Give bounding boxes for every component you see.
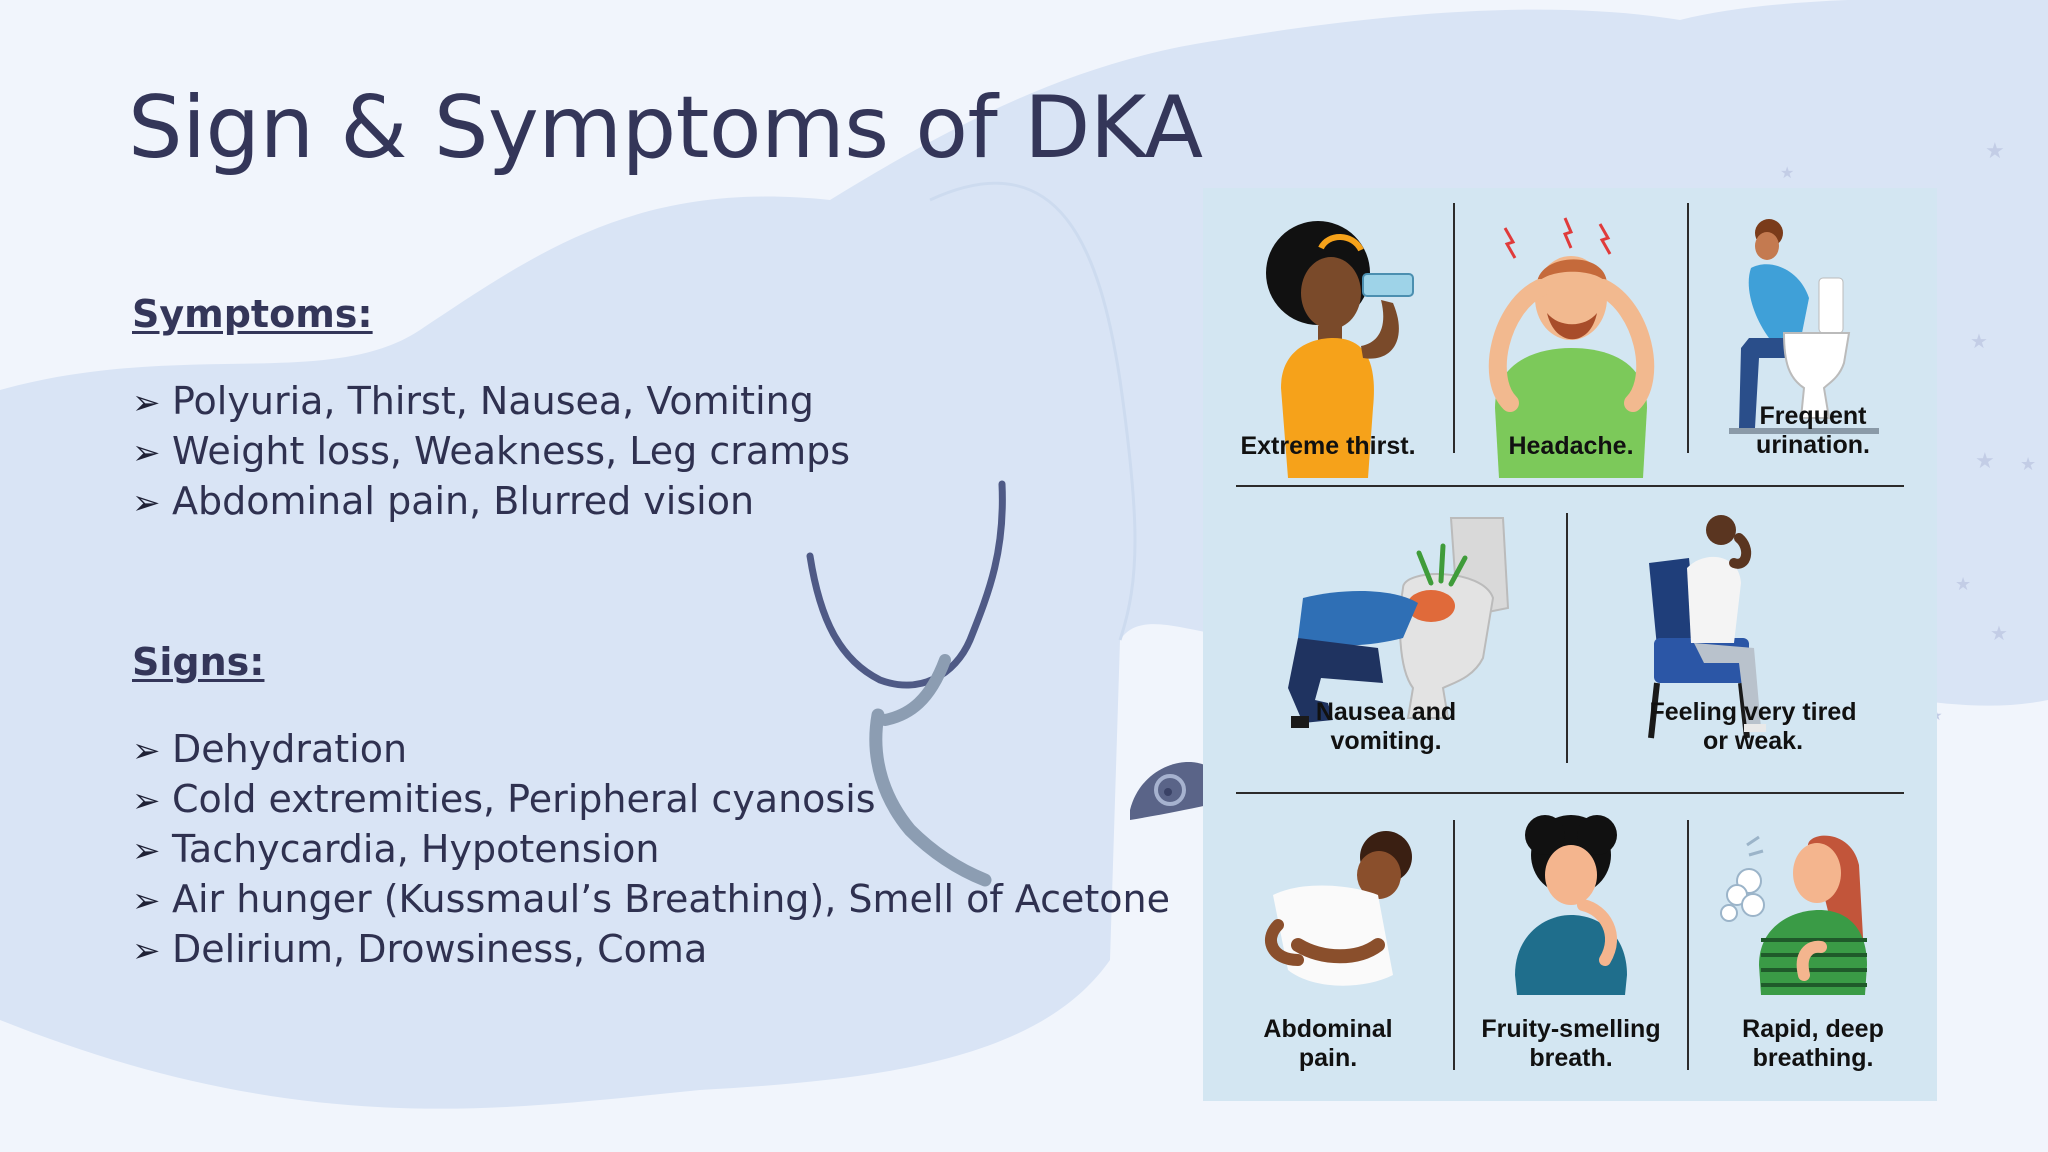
list-item: ➢Weight loss, Weakness, Leg cramps: [132, 426, 850, 476]
symptoms-section: Symptoms: ➢Polyuria, Thirst, Nausea, Vom…: [132, 292, 850, 526]
divider: [1687, 820, 1689, 1070]
signs-list: ➢Dehydration ➢Cold extremities, Peripher…: [132, 724, 1170, 974]
drinking-water-icon: [1266, 221, 1414, 478]
list-item: ➢Polyuria, Thirst, Nausea, Vomiting: [132, 376, 850, 426]
arrow-bullet-icon: ➢: [132, 433, 161, 473]
arrow-bullet-icon: ➢: [132, 483, 161, 523]
list-item: ➢Tachycardia, Hypotension: [132, 824, 1170, 874]
arrow-bullet-icon: ➢: [132, 731, 161, 771]
list-item: ➢Abdominal pain, Blurred vision: [132, 476, 850, 526]
panel-fruity-breath: Fruity-smelling breath.: [1455, 795, 1687, 1101]
svg-text:★: ★: [1955, 574, 1971, 595]
vomiting-icon: [1288, 517, 1510, 728]
panel-abdominal-pain: Abdominal pain.: [1203, 795, 1453, 1101]
arrow-bullet-icon: ➢: [132, 931, 161, 971]
signs-heading: Signs:: [132, 640, 265, 684]
page-title: Sign & Symptoms of DKA: [128, 78, 1203, 178]
abdominal-pain-icon: [1265, 831, 1412, 986]
panel-caption: Extreme thirst.: [1240, 432, 1416, 460]
svg-text:★: ★: [1990, 621, 2008, 645]
arrow-bullet-icon: ➢: [132, 781, 161, 821]
stethoscope-icon: [806, 480, 1208, 887]
fruity-breath-icon: [1515, 815, 1627, 995]
divider: [1236, 792, 1904, 794]
symptoms-heading: Symptoms:: [132, 292, 373, 336]
svg-text:★: ★: [1780, 163, 1794, 182]
arrow-bullet-icon: ➢: [132, 881, 161, 921]
divider: [1566, 513, 1568, 763]
signs-section: Signs: ➢Dehydration ➢Cold extremities, P…: [132, 640, 1170, 974]
panel-frequent-urination: Frequent urination.: [1689, 188, 1937, 478]
list-item: ➢Dehydration: [132, 724, 1170, 774]
divider: [1453, 203, 1455, 453]
panel-caption: Feeling very tired or weak.: [1649, 698, 1857, 755]
svg-text:★: ★: [1970, 329, 1988, 353]
panel-tired-weak: Feeling very tired or weak.: [1569, 488, 1937, 793]
list-item: ➢Cold extremities, Peripheral cyanosis: [132, 774, 1170, 824]
panel-caption: Rapid, deep breathing.: [1742, 1015, 1884, 1072]
panel-caption: Abdominal pain.: [1263, 1015, 1393, 1072]
divider: [1453, 820, 1455, 1070]
arrow-bullet-icon: ➢: [132, 383, 161, 423]
panel-nausea-vomiting: Nausea and vomiting.: [1203, 488, 1569, 793]
panel-caption: Nausea and vomiting.: [1315, 698, 1457, 755]
toilet-icon: [1729, 219, 1879, 434]
rapid-breathing-icon: [1720, 835, 1867, 995]
dka-symptoms-infographic: Extreme thirst. Headache. Frequent urina: [1203, 188, 1937, 1101]
list-item: ➢Delirium, Drowsiness, Coma: [132, 924, 1170, 974]
panel-rapid-breathing: Rapid, deep breathing.: [1689, 795, 1937, 1101]
panel-caption: Headache.: [1508, 432, 1634, 460]
star-decorations: ★ ★ ★ ★ ★ ★ ★ ★: [1780, 139, 2036, 724]
panel-headache: Headache.: [1455, 188, 1687, 478]
svg-text:★: ★: [1985, 139, 2005, 164]
panel-caption: Fruity-smelling breath.: [1481, 1015, 1661, 1072]
divider: [1236, 485, 1904, 487]
panel-extreme-thirst: Extreme thirst.: [1203, 188, 1453, 478]
list-item: ➢Air hunger (Kussmaul’s Breathing), Smel…: [132, 874, 1170, 924]
headache-icon: [1488, 217, 1655, 478]
symptoms-list: ➢Polyuria, Thirst, Nausea, Vomiting ➢Wei…: [132, 376, 850, 526]
svg-text:★: ★: [1975, 449, 1995, 474]
tired-person-icon: [1648, 515, 1766, 739]
divider: [1687, 203, 1689, 453]
arrow-bullet-icon: ➢: [132, 831, 161, 871]
panel-caption: Frequent urination.: [1756, 402, 1870, 459]
svg-text:★: ★: [2020, 454, 2036, 475]
